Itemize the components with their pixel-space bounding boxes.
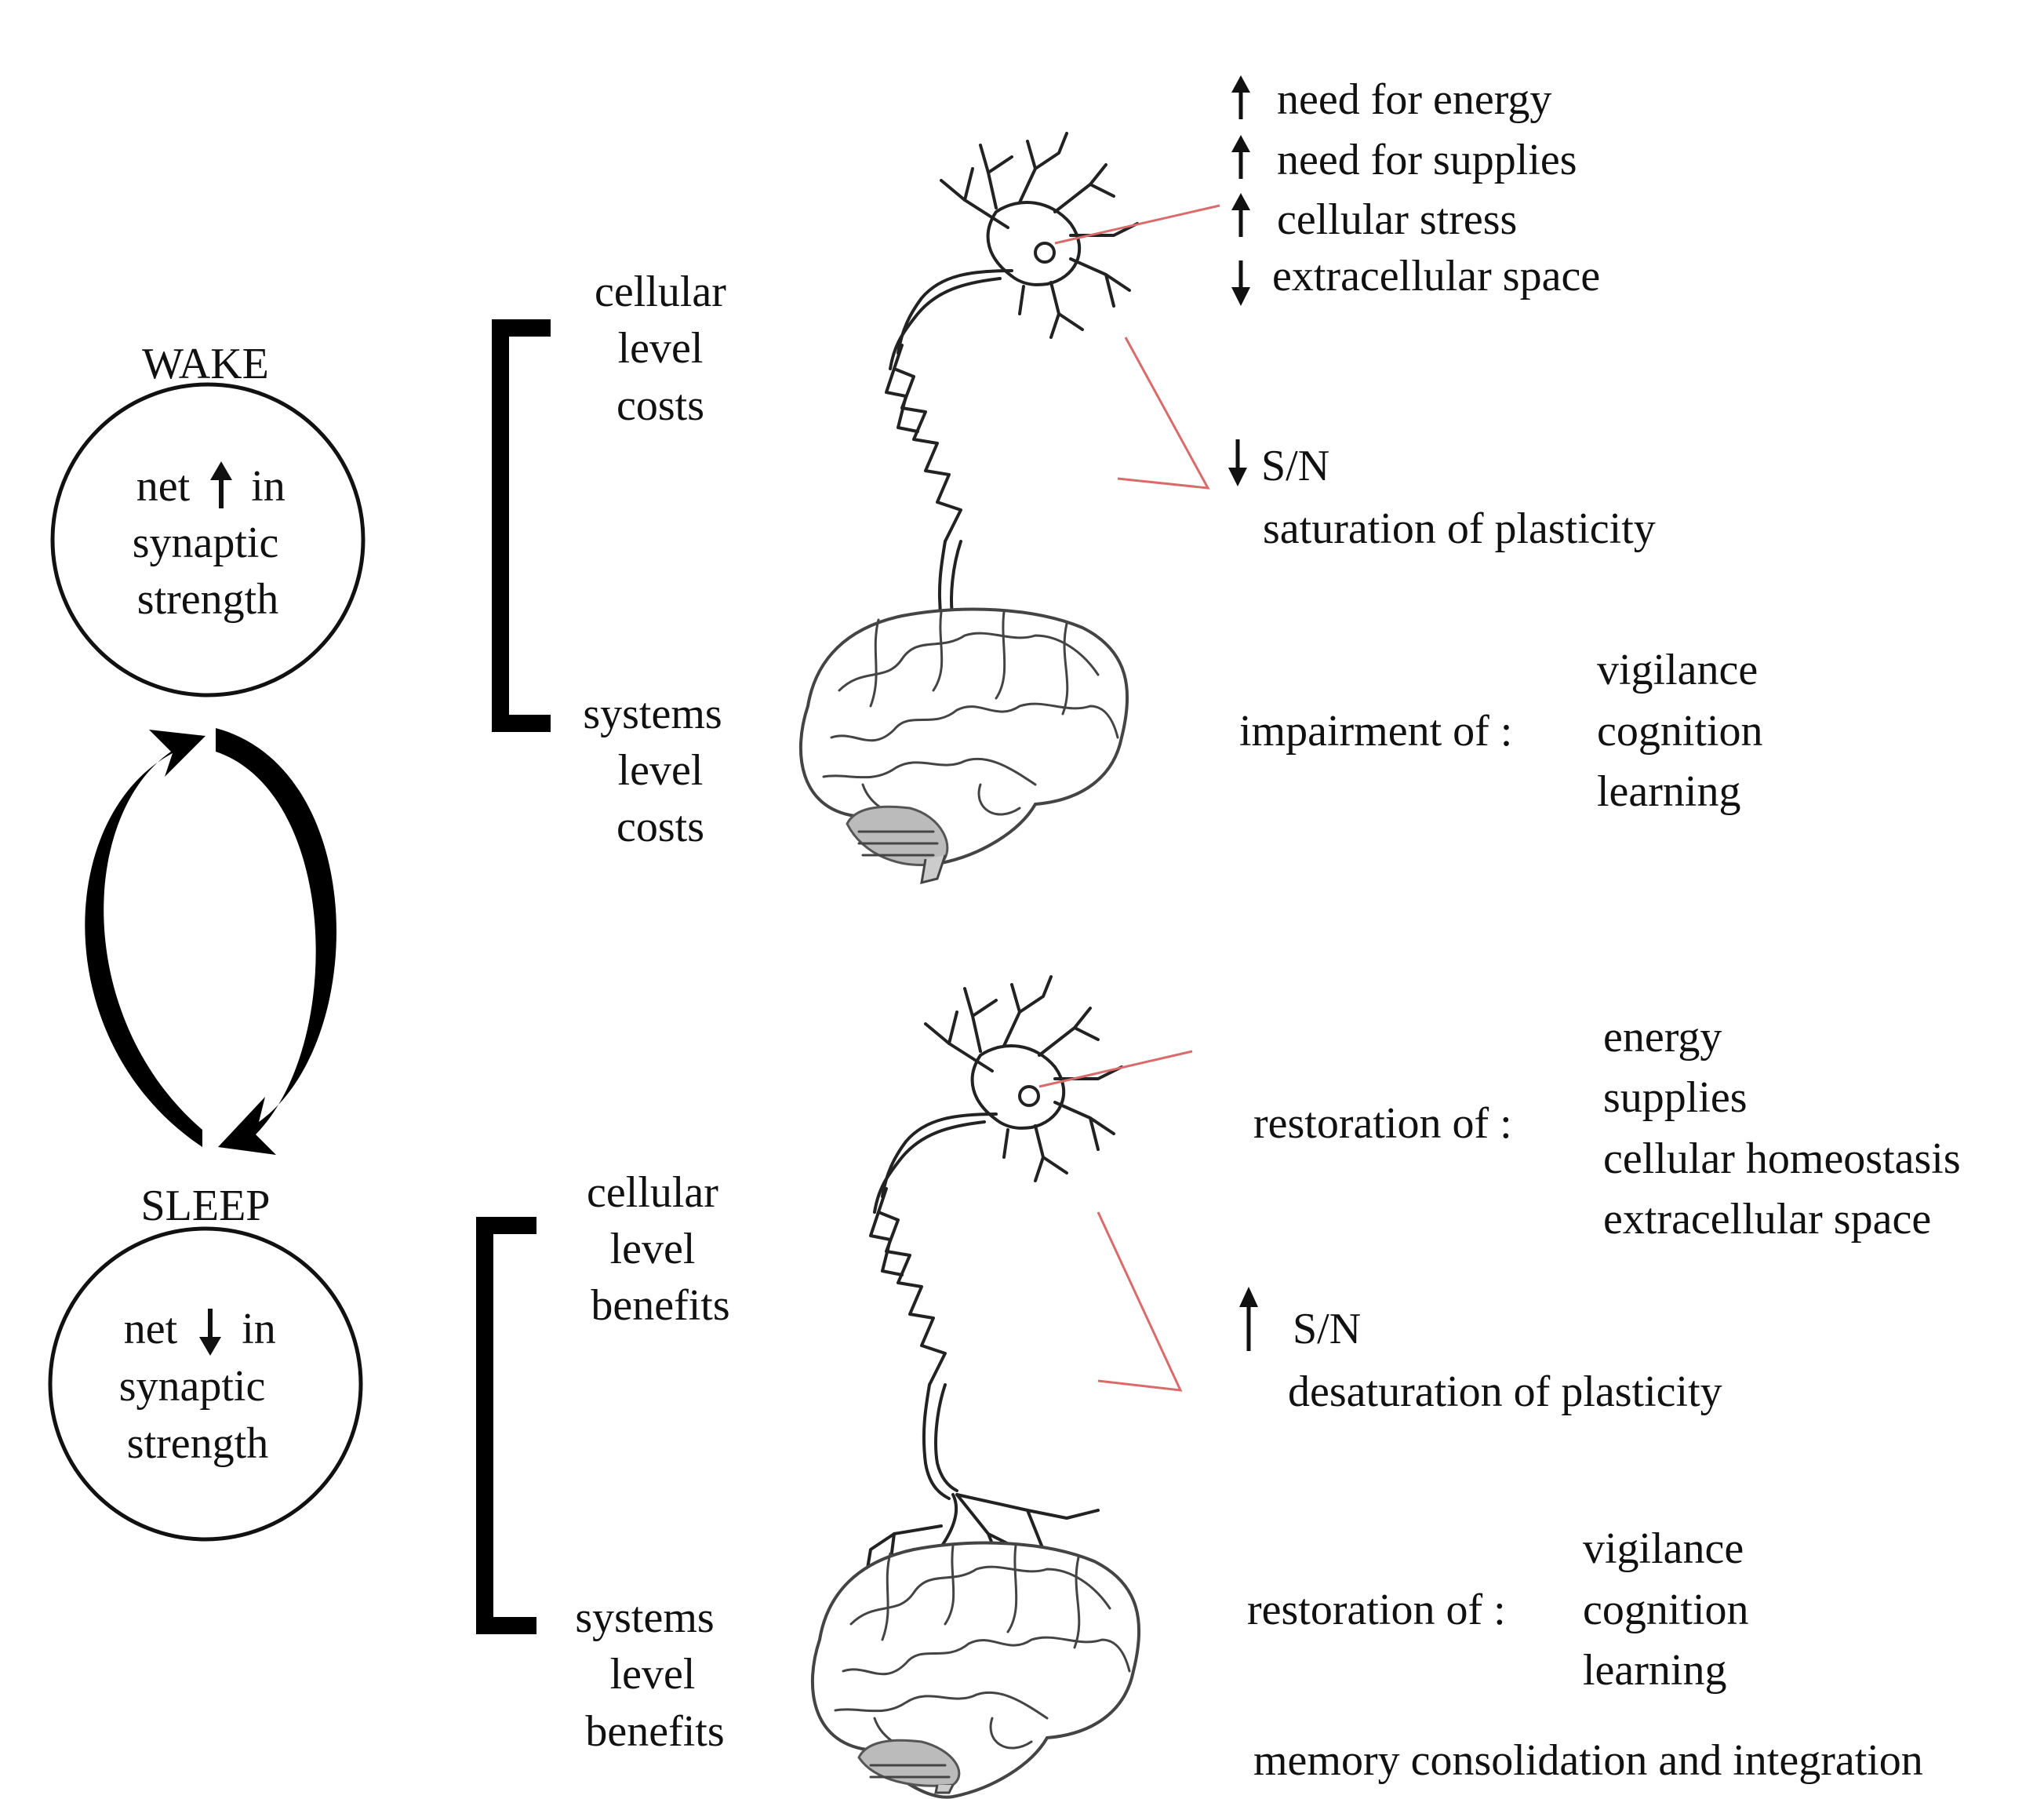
wake-impairment-vigilance: vigilance bbox=[1597, 646, 1758, 694]
wake-plasticity-text: saturation of plasticity bbox=[1263, 504, 1656, 553]
sleep-cellular-word: cellular bbox=[587, 1168, 718, 1217]
cycle-arrow-down-icon bbox=[216, 728, 336, 1155]
wake-up-arrow-icon bbox=[210, 461, 232, 508]
wake-systems-word: systems bbox=[583, 690, 722, 738]
sleep-down-arrow-icon bbox=[199, 1309, 221, 1356]
sleep-circle-in: in bbox=[242, 1305, 276, 1353]
sleep-neuron-pointer-top bbox=[1038, 1050, 1193, 1088]
wake-systems-effects: impairment of : vigilance cognition lear… bbox=[1239, 646, 1763, 816]
sleep-systems-benefits-word: benefits bbox=[585, 1707, 724, 1756]
wake-effect-extracellular: extracellular space bbox=[1272, 252, 1600, 300]
wake-impairment-prefix: impairment of : bbox=[1239, 707, 1512, 756]
sleep-systems-learning: learning bbox=[1583, 1646, 1726, 1695]
wake-circle-net: net bbox=[136, 462, 191, 511]
sleep-benefits-word: benefits bbox=[591, 1281, 729, 1330]
sleep-circle-synaptic: synaptic bbox=[119, 1362, 266, 1411]
sleep-circle-net: net bbox=[124, 1305, 178, 1353]
sleep-restoration-energy: energy bbox=[1603, 1013, 1722, 1062]
sleep-circle-strength: strength bbox=[127, 1419, 268, 1468]
sleep-cellular-effects: restoration of : energy supplies cellula… bbox=[1253, 1013, 1961, 1244]
wake-circle-synaptic: synaptic bbox=[133, 519, 279, 567]
wake-costs-word: costs bbox=[616, 381, 704, 430]
up-arrow-icon bbox=[1231, 75, 1250, 119]
down-arrow-icon bbox=[1228, 439, 1247, 486]
wake-effect-stress: cellular stress bbox=[1277, 195, 1517, 244]
wake-title: WAKE bbox=[142, 340, 269, 388]
wake-systems-level-label: systems level costs bbox=[583, 690, 722, 851]
wake-sn-row: S/N saturation of plasticity bbox=[1228, 439, 1656, 553]
sleep-level-word: level bbox=[610, 1225, 696, 1273]
wake-systems-level-word: level bbox=[618, 746, 704, 795]
down-arrow-icon bbox=[1231, 260, 1250, 306]
wake-effect-supplies: need for supplies bbox=[1277, 136, 1577, 184]
sleep-title: SLEEP bbox=[141, 1182, 271, 1230]
sleep-sn-text: S/N bbox=[1293, 1305, 1361, 1353]
sleep-cellular-level-label: cellular level benefits bbox=[587, 1168, 730, 1330]
wake-systems-costs-word: costs bbox=[616, 803, 704, 851]
wake-brain-icon bbox=[798, 607, 1129, 885]
sleep-restoration-extracellular: extracellular space bbox=[1603, 1195, 1931, 1244]
wake-impairment-learning: learning bbox=[1597, 767, 1740, 816]
sleep-restoration-prefix: restoration of : bbox=[1253, 1099, 1512, 1148]
sleep-systems-effects: restoration of : vigilance cognition lea… bbox=[1247, 1524, 1923, 1785]
sleep-brain-icon bbox=[810, 1541, 1141, 1799]
up-arrow-icon bbox=[1231, 135, 1250, 179]
sleep-systems-prefix: restoration of : bbox=[1247, 1586, 1506, 1634]
sleep-bracket bbox=[476, 1217, 536, 1634]
sleep-systems-word: systems bbox=[575, 1593, 714, 1642]
wake-state: WAKE net in synaptic strength bbox=[50, 340, 366, 697]
wake-bracket bbox=[492, 319, 551, 732]
sleep-consolidation-text: memory consolidation and integration bbox=[1253, 1736, 1923, 1785]
wake-cellular-effects: need for energy need for supplies cellul… bbox=[1231, 75, 1600, 306]
wake-cellular-word: cellular bbox=[595, 268, 726, 316]
sleep-state: SLEEP net in synaptic strength bbox=[48, 1182, 363, 1542]
cycle-arrows bbox=[85, 728, 336, 1155]
sleep-restoration-homeostasis: cellular homeostasis bbox=[1603, 1134, 1961, 1183]
sleep-restoration-supplies: supplies bbox=[1603, 1073, 1748, 1122]
wake-cellular-level-label: cellular level costs bbox=[595, 268, 726, 430]
sleep-systems-cognition: cognition bbox=[1583, 1586, 1749, 1634]
wake-neuron-pointer-top bbox=[1054, 204, 1220, 245]
sleep-plasticity-text: desaturation of plasticity bbox=[1288, 1367, 1722, 1416]
sleep-systems-vigilance: vigilance bbox=[1583, 1524, 1744, 1573]
wake-neuron-pointer-bottom bbox=[1117, 337, 1210, 490]
sleep-neuron-icon bbox=[865, 975, 1123, 1598]
cycle-arrow-up-icon bbox=[85, 730, 205, 1147]
wake-impairment-cognition: cognition bbox=[1597, 707, 1763, 756]
wake-circle-in: in bbox=[251, 462, 286, 511]
wake-effect-energy: need for energy bbox=[1277, 75, 1551, 124]
sleep-systems-level-word: level bbox=[610, 1650, 696, 1699]
wake-level-word: level bbox=[618, 324, 704, 373]
sleep-neuron-pointer-bottom bbox=[1097, 1211, 1183, 1392]
wake-circle bbox=[50, 382, 366, 697]
sleep-sn-row: S/N desaturation of plasticity bbox=[1239, 1287, 1722, 1416]
up-arrow-icon bbox=[1231, 193, 1250, 237]
wake-circle-strength: strength bbox=[137, 575, 278, 624]
wake-sn-text: S/N bbox=[1261, 442, 1329, 490]
up-arrow-icon bbox=[1239, 1287, 1258, 1351]
sleep-circle bbox=[48, 1226, 363, 1542]
sleep-systems-level-label: systems level benefits bbox=[575, 1593, 724, 1756]
